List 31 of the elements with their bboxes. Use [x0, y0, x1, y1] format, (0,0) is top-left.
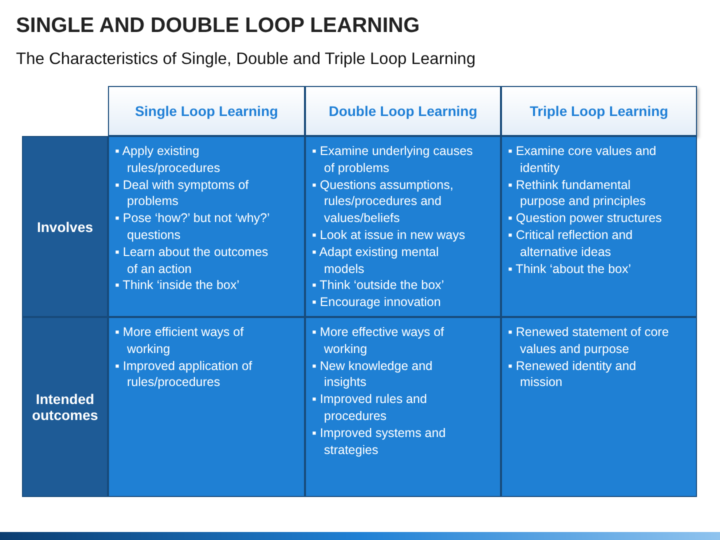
list-item: ▪ Improved application of rules/procedures [115, 358, 254, 392]
list-item: ▪ Critical reflection and alternative ideas [508, 226, 634, 261]
subtitle: The Characteristics of Single, Double and Triple Loop Learning [16, 50, 476, 69]
list-item: ▪ Apply existing rules/procedures [115, 143, 222, 177]
list-item: ▪ Renewed identity and mission [508, 358, 638, 392]
list-item: ▪ Examine underlying causes of problems [312, 143, 474, 177]
row-header: Involves [22, 136, 108, 317]
list-item: ▪ Improved rules and procedures [312, 391, 428, 425]
list-item: ▪ Improved systems and strategies [312, 424, 447, 458]
list-item: ▪ Think ‘outside the box’ [312, 277, 446, 294]
list-item: ▪ Deal with symptoms of problems [115, 176, 250, 210]
list-item: ▪ Look at issue in new ways [312, 226, 466, 244]
list-item: ▪ Encourage innovation [312, 294, 442, 311]
list-item: ▪ Adapt existing mental models [312, 244, 440, 278]
column-header: Single Loop Learning [108, 86, 305, 136]
list-item: ▪ New knowledge and insights [312, 358, 434, 392]
list-item: ▪ Questions assumptions, rules/procedures and values/beliefs [312, 176, 454, 227]
list-item: ▪ Renewed statement of core values and purpose [508, 324, 670, 358]
list-item: ▪ Think ‘about the box’ [508, 260, 632, 278]
list-item: ▪ Examine core values and identity [508, 143, 658, 177]
column-header: Double Loop Learning [305, 86, 501, 136]
column-header: Triple Loop Learning [501, 86, 697, 136]
list-item: ▪ Pose ‘how?’ but not ‘why?’ questions [115, 210, 270, 244]
list-item: ▪ Learn about the outcomes of an action [115, 244, 270, 278]
row-header: Intended outcomes [22, 317, 108, 497]
list-item: ▪ Think ‘inside the box’ [115, 277, 240, 294]
list-item: ▪ More effective ways of working [312, 324, 446, 358]
list-item: ▪ Question power structures [508, 210, 663, 227]
list-item: ▪ More efficient ways of working [115, 324, 245, 358]
slide-title: SINGLE AND DOUBLE LOOP LEARNING [16, 14, 420, 38]
list-item: ▪ Rethink fundamental purpose and principles [508, 176, 647, 210]
